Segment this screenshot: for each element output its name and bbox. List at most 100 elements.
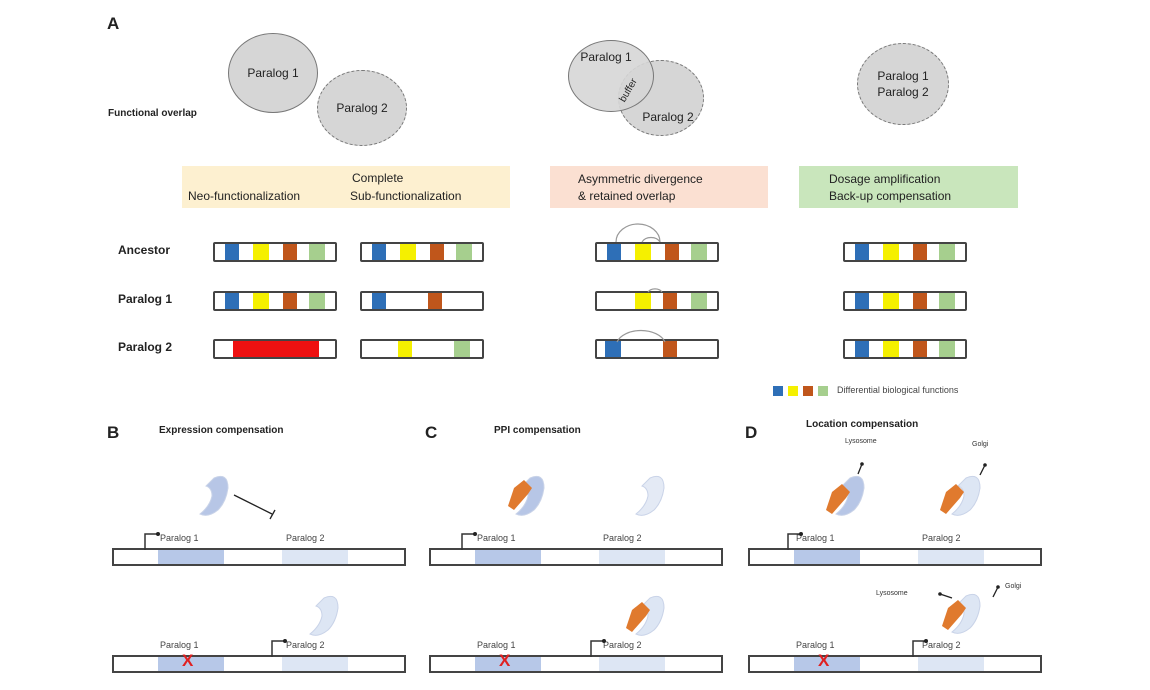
row-label-ancestor: Ancestor — [118, 243, 171, 257]
location-arrow-icon — [992, 586, 999, 598]
lysosome-label: Lysosome — [876, 590, 908, 597]
function-domain-green — [691, 244, 707, 260]
function-domain-yellow — [883, 244, 899, 260]
paralog-2-gene — [282, 550, 348, 564]
paralog-1-gene — [158, 550, 224, 564]
paralog-2-label: Paralog 2 — [922, 533, 961, 543]
function-domain-yellow — [635, 244, 651, 260]
function-domain-green — [309, 293, 325, 309]
chromosome-bar — [748, 655, 1042, 673]
panel-d-letter: D — [745, 423, 758, 442]
asymmetric-box: Asymmetric divergence & retained overlap — [550, 166, 768, 208]
function-domain-blue — [372, 293, 386, 309]
neo-sub-box: Complete Neo-functionalization Sub-funct… — [182, 166, 510, 208]
row-label-paralog-1: Paralog 1 — [118, 292, 173, 306]
function-domain-brown — [913, 244, 927, 260]
inhibition-line-icon — [233, 494, 273, 515]
overlap-arc — [647, 288, 663, 293]
legend-green — [818, 386, 828, 396]
gene-bar — [360, 291, 484, 311]
gene-bar — [843, 291, 967, 311]
protein-blob-icon — [951, 475, 981, 516]
lysosome-label: Lysosome — [845, 438, 877, 445]
paralog-2-label: Paralog 2 — [286, 533, 325, 543]
dosage-line2: Back-up compensation — [829, 189, 952, 203]
function-domain-blue — [372, 244, 386, 260]
function-domain-blue — [605, 341, 621, 357]
function-domain-brown — [283, 293, 297, 309]
golgi-label: Golgi — [1005, 583, 1022, 590]
panel-d-title: Location compensation — [806, 419, 919, 430]
function-domain-yellow — [253, 244, 269, 260]
chromosome-bar — [112, 548, 406, 566]
circle-label: Paralog 1 — [877, 69, 929, 83]
gene-bar — [843, 242, 967, 262]
protein-blob-icon — [635, 475, 665, 516]
paralog-2-gene — [918, 657, 984, 671]
paralog-2-label: Paralog 2 — [286, 640, 325, 650]
function-domain-green — [309, 244, 325, 260]
panel-b-letter: B — [107, 423, 120, 442]
circle-label: Paralog 1 — [247, 66, 299, 80]
function-domain-brown — [283, 244, 297, 260]
function-domain-brown — [663, 293, 677, 309]
location-arrow-icon — [979, 464, 986, 476]
promoter-arrow-icon — [787, 533, 800, 550]
gene-bar — [213, 242, 337, 262]
dosage-box: Dosage amplification Back-up compensatio… — [799, 166, 1018, 208]
paralog-1-gene — [794, 657, 860, 671]
partner-protein-icon — [940, 484, 964, 514]
asym-line1: Asymmetric divergence — [578, 172, 703, 186]
paralog-2-gene — [282, 657, 348, 671]
chromosome-bar — [112, 655, 406, 673]
location-arrow-head — [860, 462, 864, 466]
overlap-arc — [616, 329, 666, 343]
paralog-1-gene — [794, 550, 860, 564]
gene-bar — [213, 339, 337, 359]
circle-merged: Paralog 1 Paralog 2 — [857, 43, 949, 125]
function-domain-green — [939, 293, 955, 309]
gene-bar — [213, 291, 337, 311]
gene-bar — [595, 242, 719, 262]
overlap-arc — [641, 236, 661, 243]
circle-label: Paralog 2 — [336, 101, 388, 115]
promoter-arrow-head — [156, 532, 160, 536]
legend-label: Differential biological functions — [837, 385, 959, 395]
location-arrow-head — [938, 592, 942, 596]
promoter-arrow-icon — [271, 640, 284, 657]
row-label-paralog-2: Paralog 2 — [118, 340, 173, 354]
function-domain-yellow — [253, 293, 269, 309]
promoter-arrow-head — [473, 532, 477, 536]
function-domain-brown — [913, 293, 927, 309]
function-domain-yellow — [400, 244, 416, 260]
protein-blob-icon — [309, 595, 339, 636]
paralog-1-label: Paralog 1 — [160, 533, 199, 543]
function-domain-blue — [855, 341, 869, 357]
legend-blue — [773, 386, 783, 396]
legend-yellow — [788, 386, 798, 396]
promoter-arrow-head — [799, 532, 803, 536]
function-domain-yellow — [883, 341, 899, 357]
functional-overlap-label: Functional overlap — [108, 108, 197, 119]
sub-label: Sub-functionalization — [350, 189, 462, 203]
paralog-1-label: Paralog 1 — [160, 640, 199, 650]
function-domain-blue — [607, 244, 621, 260]
function-domain-green — [454, 341, 470, 357]
function-domain-yellow — [883, 293, 899, 309]
legend-brown — [803, 386, 813, 396]
function-domain-green — [691, 293, 707, 309]
golgi-label: Golgi — [972, 441, 989, 448]
overlap-arc — [615, 223, 661, 243]
gene-bar — [595, 339, 719, 359]
circle-paralog-1-overlap: Paralog 1 — [568, 40, 654, 112]
circle-label: Paralog 2 — [877, 85, 929, 99]
partner-protein-icon — [826, 484, 850, 514]
gene-bar — [360, 339, 484, 359]
dosage-line1: Dosage amplification — [829, 172, 941, 186]
function-domain-blue — [225, 244, 239, 260]
function-domain-yellow — [635, 293, 651, 309]
function-domain-blue — [225, 293, 239, 309]
function-domain-green — [939, 341, 955, 357]
panel-c-letter: C — [425, 423, 438, 442]
